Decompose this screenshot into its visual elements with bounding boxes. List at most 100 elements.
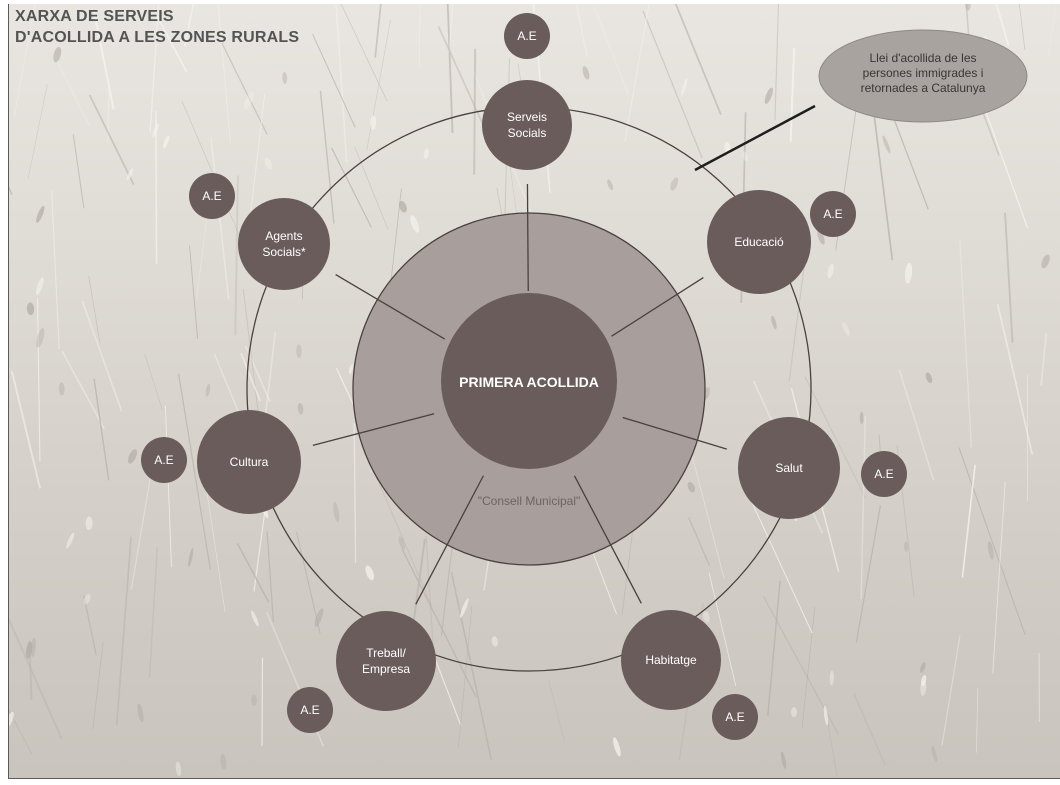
wheat-stalk [354,146,389,230]
wheat-stalk [411,538,426,632]
wheat-grain [670,177,679,191]
title-line-1: XARXA DE SERVEIS [15,8,174,25]
wheat-stalk [266,531,275,623]
educacio-label: Educació [734,235,784,249]
wheat-stalk [774,4,780,121]
wheat-stalk [144,353,163,410]
wheat-stalk [51,190,60,350]
serveis-socials-label: Serveis [507,110,547,124]
wheat-grain [965,4,971,11]
wheat-grain [829,670,834,686]
wheat-stalk [789,48,796,142]
habitatge-node [621,610,721,710]
wheat-stalk [217,4,231,144]
wheat-stalk [13,4,36,116]
wheat-stalk [374,4,382,58]
wheat-stalk [855,505,882,644]
law-note-text: persones immigrades i [863,66,984,80]
wheat-grain [823,705,829,726]
wheat-grain [702,611,710,623]
wheat-stalk [353,423,357,563]
wheat-grain [333,501,340,523]
law-note-pointer [694,104,816,172]
ae-badge-label: A.E [300,703,319,717]
consell-municipal-label: "Consell Municipal" [478,494,581,508]
wheat-stalk [149,4,160,133]
wheat-grain [53,46,62,63]
wheat-stalk [178,373,212,570]
wheat-stalk [575,4,588,57]
ae-badge-label: A.E [517,29,536,43]
wheat-stalk [340,4,388,102]
wheat-stalk [860,415,867,600]
wheat-stalk [1004,212,1014,343]
wheat-grain [742,151,749,162]
wheat-grain [175,761,182,777]
ae-badge-salut [861,451,907,497]
wheat-grain [36,205,45,223]
wheat-grain [25,641,33,659]
wheat-stalk [1040,332,1048,386]
wheat-stalk [941,635,961,746]
wheat-stalk [234,175,239,336]
wheat-stalk [88,275,101,343]
wheat-stalk [331,147,372,228]
wheat-stalk [642,10,703,159]
wheat-grain [764,87,773,104]
wheat-grain [58,382,65,396]
wheat-grain [83,593,91,605]
wheat-grain [410,215,420,233]
wheat-grain [128,449,138,464]
wheat-grain [85,516,93,531]
primera-acollida-label: PRIMERA ACOLLIDA [459,374,599,390]
wheat-grain [205,383,211,397]
wheat-grain [607,179,614,191]
network-diagram: PRIMERA ACOLLIDA "Consell Municipal" Serve… [141,13,1028,740]
wheat-grain [297,402,304,415]
salut-connector [622,416,727,450]
wheat-stalk [687,517,711,566]
wheat-stalk [61,350,105,429]
wheat-stalk [184,4,195,47]
wheat-stalk [744,486,813,634]
wheat-grain [904,541,908,553]
wheat-grain [920,680,927,696]
wheat-stalk [366,19,392,152]
wheat-grain [26,302,35,316]
wheat-grain [314,608,324,627]
habitatge-label: Habitatge [645,653,697,667]
wheat-grain [365,565,375,581]
wheat-grain [423,148,429,159]
wheat-stalk [164,405,172,568]
treball-empresa-connector [415,475,484,605]
wheat-grain [137,703,144,723]
primera-acollida-circle [441,293,617,469]
wheat-grain [771,315,777,330]
wheat-stalk [1018,4,1026,50]
wheat-stalk [115,536,132,726]
wheat-stalk [624,4,650,142]
wheat-grain [987,541,994,560]
wheat-stalk [976,688,979,753]
treball-empresa-label: Empresa [362,662,410,676]
wheat-stalk [446,4,454,134]
wheat-grain [491,636,499,647]
wheat-grain [613,737,621,757]
ae-badge-cultura [141,437,187,483]
wheat-stalk [804,376,867,499]
wheat-stalk [92,641,104,730]
wheat-stalk [432,653,462,726]
educacio-node [707,190,811,294]
ae-badge-label: A.E [154,453,173,467]
wheat-stalk [236,543,270,603]
wheat-stalk [130,461,154,590]
wheat-grain [152,123,159,138]
wheat-stalk [995,4,1010,46]
title-line-2: D'ACOLLIDA A LES ZONES RURALS [15,29,300,46]
diagram-title: XARXA DE SERVEIS D'ACOLLIDA A LES ZONES … [15,6,435,48]
wheat-grain [251,694,257,706]
agents-socials-label: Agents [265,229,302,243]
wheat-grain [827,264,834,278]
wheat-grain [35,277,44,295]
wheat-stalk [189,245,199,339]
